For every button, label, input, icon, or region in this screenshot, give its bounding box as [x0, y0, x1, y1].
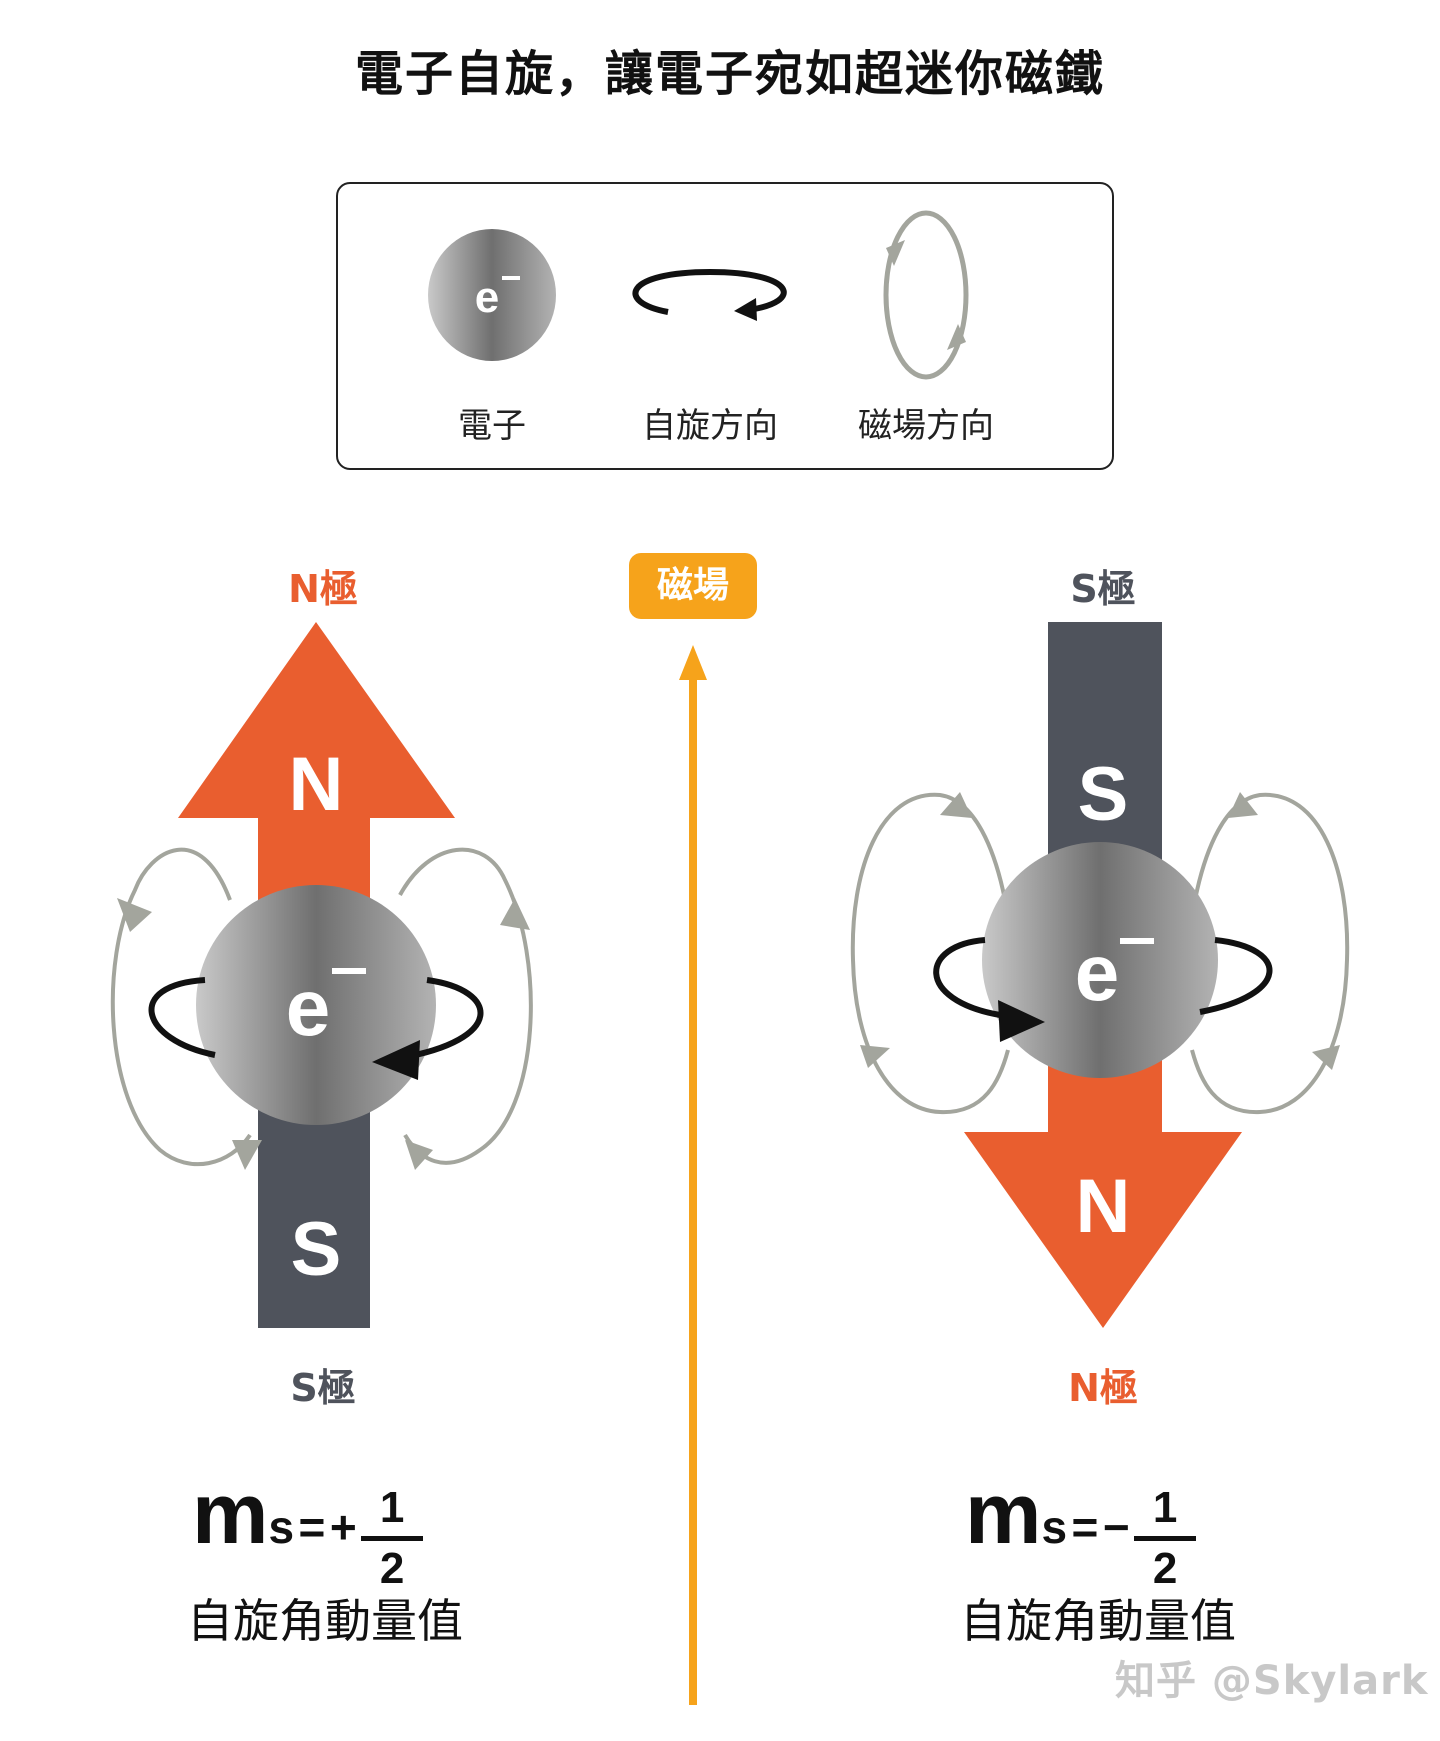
legend-label-electron: 電子 [458, 406, 526, 446]
svg-text:e: e [286, 963, 331, 1052]
legend-box [336, 182, 1114, 470]
right-magnet: S N e [850, 622, 1350, 1328]
legend-electron-icon: e [428, 229, 556, 361]
legend-label-field: 磁場方向 [858, 406, 994, 446]
svg-text:e: e [475, 273, 499, 322]
left-bottom-pole-label: S極 [290, 1366, 356, 1410]
left-top-pole-label: N極 [288, 567, 358, 611]
svg-text:S: S [291, 1207, 342, 1292]
right-top-pole-label: S極 [1070, 567, 1136, 611]
right-caption: 自旋角動量值 [960, 1594, 1236, 1648]
legend-field-icon [883, 210, 969, 380]
svg-text:N: N [1076, 1164, 1131, 1249]
left-magnet: N S e [110, 622, 533, 1328]
svg-text:e: e [1075, 928, 1120, 1017]
svg-text:S: S [1078, 752, 1129, 837]
legend-spin-icon [632, 268, 787, 321]
watermark: 知乎 @Skylark [1115, 1658, 1429, 1704]
magnetic-field-arrow [679, 645, 707, 1705]
right-bottom-pole-label: N極 [1068, 1366, 1138, 1410]
page-title: 電子自旋，讓電子宛如超迷你磁鐵 [354, 46, 1105, 102]
left-caption: 自旋角動量值 [187, 1594, 463, 1648]
legend-label-spin: 自旋方向 [642, 406, 778, 446]
svg-text:N: N [289, 742, 344, 827]
magnetic-field-badge: 磁場 [629, 553, 757, 619]
